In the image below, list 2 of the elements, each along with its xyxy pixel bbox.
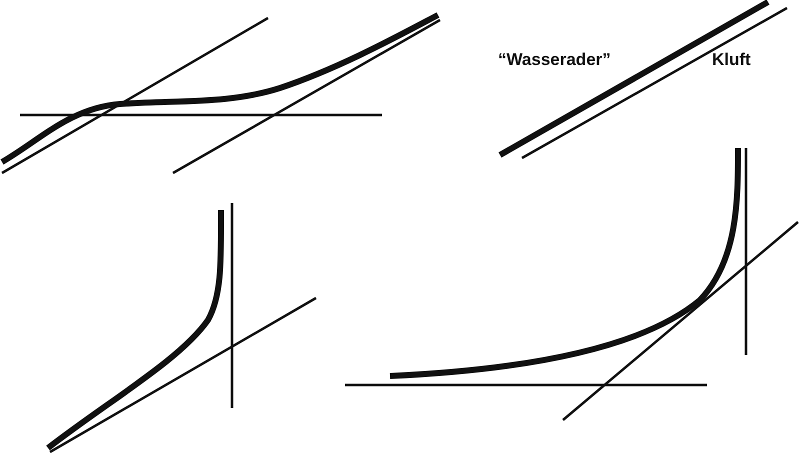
- label-text: “Wasserader”: [498, 50, 611, 70]
- label-text: Kluft: [712, 50, 751, 70]
